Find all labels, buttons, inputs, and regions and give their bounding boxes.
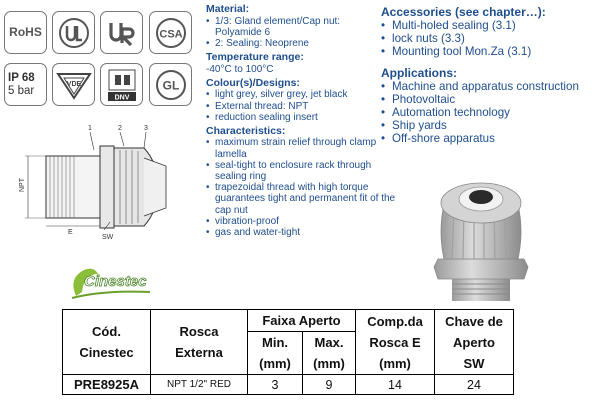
header-chave-line3: SW [463,355,485,371]
characteristics-list: maximum strain relief through clamp lame… [206,137,396,238]
e-label: E [68,229,73,236]
header-comp: Comp.da Rosca E (mm) [355,309,435,375]
spec-column: Material: 1/3: Gland element/Cap nut: Po… [206,3,406,238]
accessory-item: Mounting tool Mon.Za (3.1) [381,45,600,58]
applications-list: Machine and apparatus construction Photo… [381,80,600,146]
characteristic-item: seal-tight to enclosure rack through sea… [206,160,396,182]
dnv-logo-icon: DNV [107,69,136,101]
header-max: Max. (mm) [302,331,356,375]
header-min-line2: (mm) [259,356,291,371]
ul-logo-icon [58,17,89,48]
pressure-rating: 5 bar [8,84,35,97]
header-rosca: Rosca Externa [150,309,248,375]
material-heading: Material: [206,3,250,15]
rohs-badge: RoHS [4,11,47,54]
vde-badge: VDE [52,63,95,106]
colours-heading: Colour(s)/Designs: [206,76,300,89]
vde-logo-icon: VDE [55,72,92,100]
colour-item: light grey, silver grey, jet black [206,89,406,100]
cinestec-logo-icon: Cinestec [71,268,151,299]
gl-logo-icon: GL [155,69,186,100]
accessories-column: Accessories (see chapter…): Multi-holed … [381,6,600,146]
header-faixa-aperto: Faixa Aperto [247,309,356,332]
csa-logo-icon: CSA [155,17,186,48]
cinestec-logo: Cinestec [64,262,154,302]
cell-comp: 14 [355,374,435,395]
application-item: Off-shore apparatus [381,132,600,145]
header-comp-line1: Comp.da [367,313,423,329]
rohs-label: RoHS [9,25,42,40]
characteristic-item: gas and water-tight [206,227,396,238]
ip68-badge: IP 68 5 bar [4,63,47,106]
header-rosca-line2: Externa [175,345,223,360]
header-cod: Cód. Cinestec [62,309,151,375]
colour-item: External thread: NPT [206,101,406,112]
cell-min: 3 [247,374,303,395]
header-cod-line1: Cód. [92,324,121,339]
accessory-item: lock nuts (3.3) [381,32,600,45]
header-comp-line3: (mm) [379,355,411,371]
header-min: Min. (mm) [247,331,303,375]
header-comp-line2: Rosca E [369,334,421,350]
application-item: Machine and apparatus construction [381,80,600,93]
header-chave: Chave de Aperto SW [434,309,514,375]
application-item: Photovoltaic [381,93,600,106]
material-list: 1/3: Gland element/Cap nut: Polyamide 6 … [206,16,406,50]
material-line: Polyamide 6 [215,26,271,38]
applications-heading: Applications: [381,65,458,80]
accessory-item: Multi-holed sealing (3.1) [381,19,600,32]
vde-text: VDE [66,81,81,88]
header-cod-line2: Cinestec [79,345,134,360]
cell-thread: NPT 1/2" RED [150,374,248,395]
header-chave-line2: Aperto [453,334,495,350]
material-line: 2: Sealing: Neoprene [206,38,406,49]
characteristic-item: maximum strain relief through clamp lame… [206,137,396,159]
header-min-line1: Min. [262,335,288,350]
header-chave-line1: Chave de [445,313,503,329]
csa-badge: CSA [149,11,192,54]
application-item: Automation technology [381,106,600,119]
header-max-line2: (mm) [313,356,345,371]
temperature-value: -40°C to 100°C [206,63,274,75]
gl-badge: GL [149,63,192,106]
ul-badge [52,11,95,54]
recognized-component-icon [108,22,135,46]
temperature-heading: Temperature range: [206,51,304,64]
cable-gland-photo [433,182,529,301]
characteristics-heading: Characteristics: [206,124,286,137]
cell-max: 9 [302,374,356,395]
sw-label: SW [102,234,114,241]
ur-badge [100,11,143,54]
logo-text: Cinestec [84,273,147,290]
dim-number-1: 1 [88,125,92,132]
gl-text: GL [162,78,179,92]
dnv-badge: DNV [100,63,143,106]
product-table: Cód. Cinestec Rosca Externa Faixa Aperto… [62,309,514,395]
characteristic-item: trapezoidal thread with high torque guar… [206,182,396,216]
dim-number-2: 2 [118,125,122,132]
header-rosca-line1: Rosca [179,324,219,339]
accessories-heading: Accessories (see chapter…): [381,5,546,19]
application-item: Ship yards [381,119,600,132]
dnv-text: DNV [114,94,129,101]
accessories-list: Multi-holed sealing (3.1) lock nuts (3.3… [381,19,600,59]
characteristic-item: vibration-proof [206,216,396,227]
header-max-line1: Max. [314,335,344,350]
npt-label: NPT [19,177,26,192]
csa-text: CSA [159,28,182,40]
dim-number-3: 3 [144,125,148,132]
colour-item: reduction sealing insert [206,112,406,123]
cell-code: PRE8925A [62,374,151,395]
ip-rating: IP 68 [8,72,35,85]
technical-drawing: 1 2 3 NPT E SW [19,125,167,241]
material-line: 1/3: Gland element/Cap nut: [206,16,406,27]
colours-list: light grey, silver grey, jet black Exter… [206,89,406,123]
cell-sw: 24 [434,374,514,395]
